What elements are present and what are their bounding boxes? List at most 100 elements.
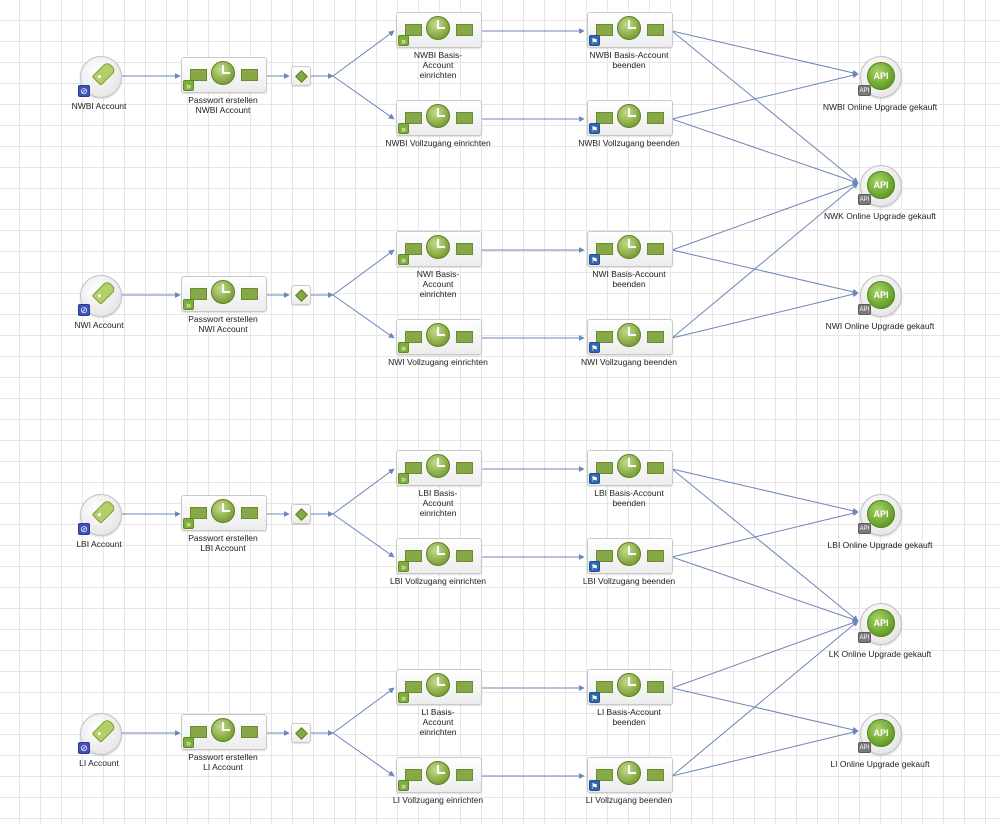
task-node[interactable]: » — [396, 100, 482, 136]
tag-icon — [91, 499, 117, 524]
task-node[interactable]: » — [181, 57, 267, 93]
task-bar-icon — [647, 331, 664, 343]
clock-icon — [426, 673, 450, 697]
task-node[interactable]: » — [396, 757, 482, 793]
node-label: NWI Vollzugang einrichten — [388, 357, 488, 367]
api-icon: API — [867, 171, 895, 199]
node-label: LI Basis- Account einrichten — [419, 707, 457, 737]
gateway-node[interactable] — [291, 285, 311, 305]
arrow-right-icon: » — [398, 561, 409, 572]
end-task-node[interactable]: ⚑ — [587, 669, 673, 705]
task-bar-icon — [405, 331, 422, 343]
task-bar-icon — [647, 243, 664, 255]
flow-to-api-event — [671, 556, 859, 623]
task-node[interactable]: » — [396, 319, 482, 355]
end-task-node[interactable]: ⚑ — [587, 538, 673, 574]
flow-to-api-event — [671, 291, 859, 339]
task-bar-icon — [596, 331, 613, 343]
task-bar-icon — [647, 681, 664, 693]
flow-gateway-to-basis — [332, 687, 395, 734]
clock-icon — [426, 323, 450, 347]
node-label: NWI Online Upgrade gekauft — [825, 321, 935, 331]
arrow-right-icon: » — [398, 35, 409, 46]
node-label: NWBI Online Upgrade gekauft — [822, 102, 938, 112]
clock-icon — [211, 280, 235, 304]
start-event-node[interactable]: ⊘ — [78, 713, 122, 755]
clock-icon — [617, 454, 641, 478]
task-node[interactable]: » — [181, 495, 267, 531]
task-node[interactable]: » — [181, 276, 267, 312]
start-event-node[interactable]: ⊘ — [78, 494, 122, 536]
api-icon: API — [867, 62, 895, 90]
api-icon: API — [867, 719, 895, 747]
node-label: LI Vollzugang einrichten — [392, 795, 484, 805]
task-node[interactable]: » — [181, 714, 267, 750]
end-task-node[interactable]: ⚑ — [587, 231, 673, 267]
flow-gateway-to-basis — [332, 468, 395, 515]
node-label: LK Online Upgrade gekauft — [828, 649, 932, 659]
link-icon: ⊘ — [78, 742, 90, 754]
gateway-node[interactable] — [291, 723, 311, 743]
clock-icon — [617, 761, 641, 785]
api-badge-icon: API — [858, 742, 871, 753]
task-bar-icon — [190, 288, 207, 300]
node-label: LBI Vollzugang einrichten — [390, 576, 486, 586]
task-bar-icon — [647, 24, 664, 36]
task-bar-icon — [190, 726, 207, 738]
end-task-node[interactable]: ⚑ — [587, 100, 673, 136]
link-icon: ⊘ — [78, 85, 90, 97]
node-label: NWBI Basis- Account einrichten — [413, 50, 463, 80]
gateway-node[interactable] — [291, 504, 311, 524]
clock-icon — [426, 454, 450, 478]
diamond-icon — [295, 508, 308, 521]
task-bar-icon — [647, 112, 664, 124]
flow-gateway-to-voll — [332, 75, 395, 120]
task-bar-icon — [456, 769, 473, 781]
end-task-node[interactable]: ⚑ — [587, 319, 673, 355]
flow-gateway-to-basis — [332, 30, 395, 77]
clock-icon — [211, 718, 235, 742]
gateway-node[interactable] — [291, 66, 311, 86]
task-node[interactable]: » — [396, 669, 482, 705]
start-event-node[interactable]: ⊘ — [78, 56, 122, 98]
task-node[interactable]: » — [396, 450, 482, 486]
task-node[interactable]: » — [396, 538, 482, 574]
task-bar-icon — [596, 112, 613, 124]
task-node[interactable]: » — [396, 12, 482, 48]
node-label: LBI Basis-Account beenden — [594, 488, 664, 508]
task-bar-icon — [405, 681, 422, 693]
node-label: NWI Basis- Account einrichten — [416, 269, 460, 299]
node-label: Passwort erstellen LI Account — [188, 752, 258, 772]
task-bar-icon — [241, 726, 258, 738]
end-task-node[interactable]: ⚑ — [587, 450, 673, 486]
flag-icon: ⚑ — [589, 342, 600, 353]
tag-icon — [91, 280, 117, 305]
flag-icon: ⚑ — [589, 123, 600, 134]
task-node[interactable]: » — [396, 231, 482, 267]
task-bar-icon — [456, 112, 473, 124]
node-label: LBI Vollzugang beenden — [582, 576, 676, 586]
task-bar-icon — [596, 462, 613, 474]
arrow-right-icon: » — [398, 123, 409, 134]
arrow-right-icon: » — [398, 473, 409, 484]
node-label: NWI Account — [74, 320, 124, 330]
end-task-node[interactable]: ⚑ — [587, 757, 673, 793]
node-label: LI Vollzugang beenden — [585, 795, 673, 805]
flag-icon: ⚑ — [589, 692, 600, 703]
task-bar-icon — [405, 24, 422, 36]
api-icon: API — [867, 281, 895, 309]
arrow-right-icon: » — [183, 80, 194, 91]
end-task-node[interactable]: ⚑ — [587, 12, 673, 48]
flag-icon: ⚑ — [589, 473, 600, 484]
clock-icon — [617, 104, 641, 128]
task-bar-icon — [596, 769, 613, 781]
clock-icon — [617, 542, 641, 566]
start-event-node[interactable]: ⊘ — [78, 275, 122, 317]
